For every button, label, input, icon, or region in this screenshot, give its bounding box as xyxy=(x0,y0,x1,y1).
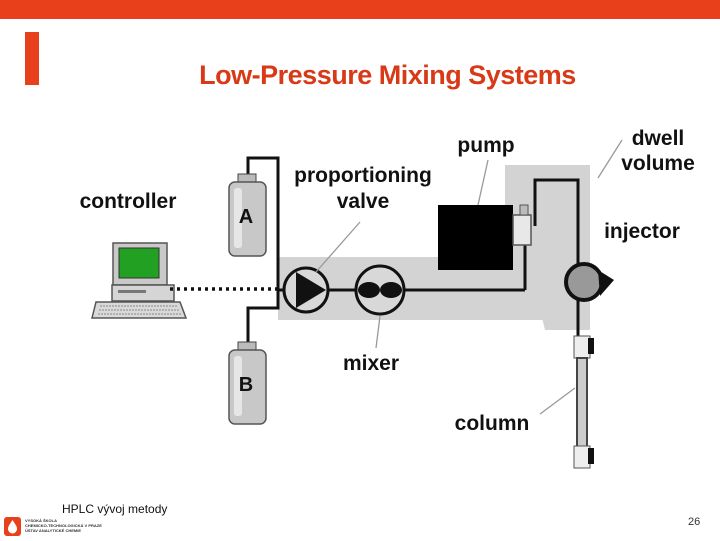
mixer-lobe-left xyxy=(358,282,380,298)
pump-label: pump xyxy=(457,134,514,157)
dwell-volume-band xyxy=(278,165,545,320)
bottle-a-shine xyxy=(234,188,242,248)
side-accent-mark xyxy=(25,32,39,85)
pump-head xyxy=(512,214,532,246)
mixer-label: mixer xyxy=(343,352,399,375)
bottle-b-label: B xyxy=(239,374,253,396)
valve-arrow xyxy=(296,272,326,308)
valve-label: valve xyxy=(337,190,390,213)
leader-proportioning xyxy=(315,221,361,273)
tube-bottle-a xyxy=(246,156,280,290)
column-bottom-fitting xyxy=(573,445,591,469)
column-label: column xyxy=(455,412,530,435)
pump-body xyxy=(438,205,513,270)
leader-column xyxy=(539,387,576,415)
top-accent-bar xyxy=(0,0,720,19)
column-tube xyxy=(576,357,588,449)
injector-handle xyxy=(598,270,614,296)
school-logo-text: VYSOKÁ ŠKOLA CHEMICKO-TECHNOLOGICKÁ V PR… xyxy=(25,518,102,533)
leader-dwell xyxy=(597,139,623,179)
leader-pump xyxy=(477,159,489,206)
bottle-a-label: A xyxy=(239,206,253,228)
leader-mixer xyxy=(375,315,381,349)
injector-label: injector xyxy=(604,220,680,243)
tube-bottle-b xyxy=(246,290,280,350)
proportioning-label: proportioning xyxy=(294,164,432,187)
controller-label: controller xyxy=(80,190,177,213)
computer-icon xyxy=(91,242,188,319)
slide-title: Low-Pressure Mixing Systems xyxy=(199,60,576,90)
page-number: 26 xyxy=(688,516,701,528)
volume-label: volume xyxy=(621,152,695,175)
mixer-lobe-right xyxy=(380,282,402,298)
pump-head-nut xyxy=(519,204,529,216)
school-logo-icon xyxy=(4,517,21,536)
column-top-fitting xyxy=(573,335,591,359)
tube-dwell-loop xyxy=(533,178,580,264)
dwell-label: dwell xyxy=(632,127,685,150)
bottle-b-shine xyxy=(234,356,242,416)
injector xyxy=(564,262,604,302)
column-bottom-nut xyxy=(588,448,594,464)
column-top-nut xyxy=(588,338,594,354)
footer-title: HPLC vývoj metody xyxy=(62,502,168,516)
